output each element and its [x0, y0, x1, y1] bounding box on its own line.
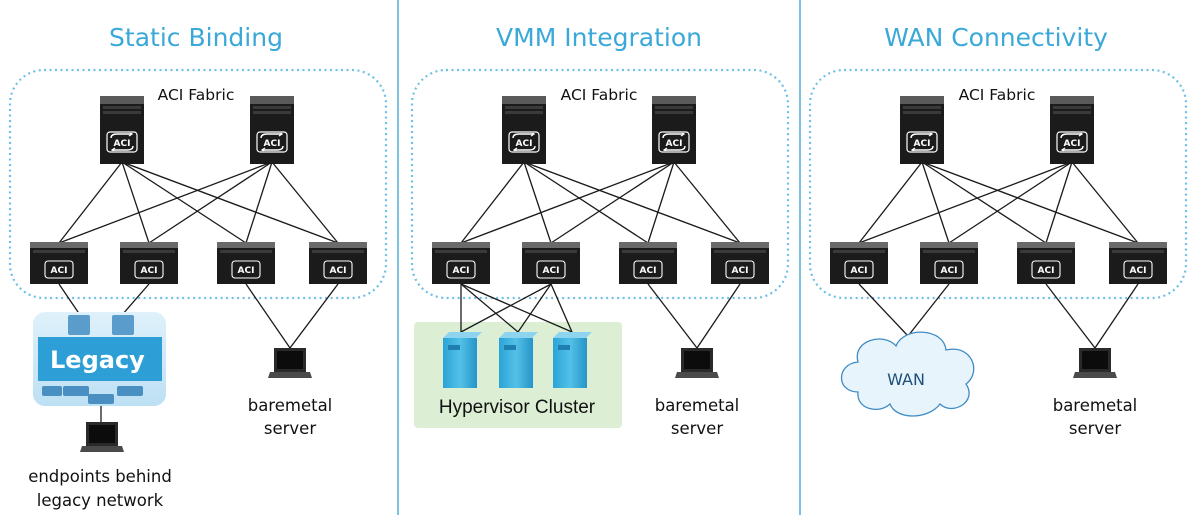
aci-icon-label: ACI — [516, 139, 533, 149]
fabric-boundary — [8, 68, 388, 300]
aci-icon-label: ACI — [453, 266, 470, 276]
leaf-switch: ACI — [522, 242, 580, 284]
spine-switch: ACI — [900, 96, 944, 164]
aci-icon-label: ACI — [330, 266, 347, 276]
aci-icon-label: ACI — [851, 266, 868, 276]
aci-icon-label: ACI — [1064, 139, 1081, 149]
aci-icon-label: ACI — [640, 266, 657, 276]
panel-vmm-integration: VMM Integration ACI Fabric ACI ACI — [410, 23, 790, 438]
legacy-network: Legacy — [33, 312, 166, 406]
endpoints-caption: endpoints behind — [28, 467, 172, 486]
legacy-label: Legacy — [50, 346, 145, 374]
baremetal-caption: server — [671, 419, 723, 438]
wan-label: WAN — [887, 370, 925, 389]
baremetal-caption: baremetal — [655, 396, 740, 415]
legacy-switch-icon — [42, 315, 143, 404]
spine-leaf-links — [460, 161, 741, 244]
spine-switch: ACI — [1050, 96, 1094, 164]
leaf-switch: ACI — [1017, 242, 1075, 284]
panel-title: VMM Integration — [496, 23, 702, 52]
baremetal-laptop-icon — [675, 348, 719, 378]
aci-icon-label: ACI — [238, 266, 255, 276]
panel-wan-connectivity: WAN Connectivity ACI Fabric ACI ACI — [808, 23, 1188, 438]
aci-icon-label: ACI — [141, 266, 158, 276]
baremetal-laptop-icon — [1073, 348, 1117, 378]
spine-switch: ACI — [250, 96, 294, 164]
aci-icon-label: ACI — [941, 266, 958, 276]
leaf-switch: ACI — [217, 242, 275, 284]
leaf-switch: ACI — [432, 242, 490, 284]
aci-icon-label: ACI — [264, 139, 281, 149]
leaf-switch: ACI — [30, 242, 88, 284]
wan-cloud-icon — [841, 331, 975, 417]
leaf-switch: ACI — [309, 242, 367, 284]
aci-icon-label: ACI — [666, 139, 683, 149]
panel-title: WAN Connectivity — [884, 23, 1108, 52]
spine-switch: ACI — [100, 96, 144, 164]
leaf-switch: ACI — [711, 242, 769, 284]
hypervisor-cluster-label: Hypervisor Cluster — [439, 397, 596, 418]
baremetal-caption: baremetal — [248, 396, 333, 415]
spine-switch: ACI — [652, 96, 696, 164]
leaf-switch: ACI — [120, 242, 178, 284]
leaf-switch: ACI — [920, 242, 978, 284]
aci-icon-label: ACI — [51, 266, 68, 276]
spine-leaf-links — [858, 161, 1139, 244]
leaf-switch: ACI — [1109, 242, 1167, 284]
hypervisor-server-icon — [443, 332, 482, 388]
panel-title: Static Binding — [109, 23, 283, 52]
aci-icon-label: ACI — [114, 139, 131, 149]
leaf-switch: ACI — [830, 242, 888, 284]
baremetal-caption: server — [264, 419, 316, 438]
hypervisor-server-icon — [553, 332, 592, 388]
leaf-switch: ACI — [619, 242, 677, 284]
fabric-boundary — [410, 68, 790, 300]
aci-icon-label: ACI — [914, 139, 931, 149]
legacy-banner — [38, 337, 162, 381]
baremetal-laptop-icon — [268, 348, 312, 378]
endpoint-laptop-icon — [80, 422, 124, 452]
fabric-label: ACI Fabric — [959, 86, 1036, 104]
aci-icon-label: ACI — [732, 266, 749, 276]
aci-icon-label: ACI — [543, 266, 560, 276]
baremetal-caption: baremetal — [1053, 396, 1138, 415]
aci-icon-label: ACI — [1130, 266, 1147, 276]
spine-switch: ACI — [502, 96, 546, 164]
cluster-links — [460, 283, 573, 333]
panel-static-binding: Static Binding ACI Fabric ACI ACI — [8, 23, 388, 510]
fabric-label: ACI Fabric — [158, 86, 235, 104]
baremetal-caption: server — [1069, 419, 1121, 438]
fabric-label: ACI Fabric — [561, 86, 638, 104]
endpoints-caption: legacy network — [37, 491, 164, 510]
spine-leaf-links — [58, 161, 339, 244]
fabric-boundary — [808, 68, 1188, 300]
hypervisor-server-icon — [499, 332, 538, 388]
aci-icon-label: ACI — [1038, 266, 1055, 276]
